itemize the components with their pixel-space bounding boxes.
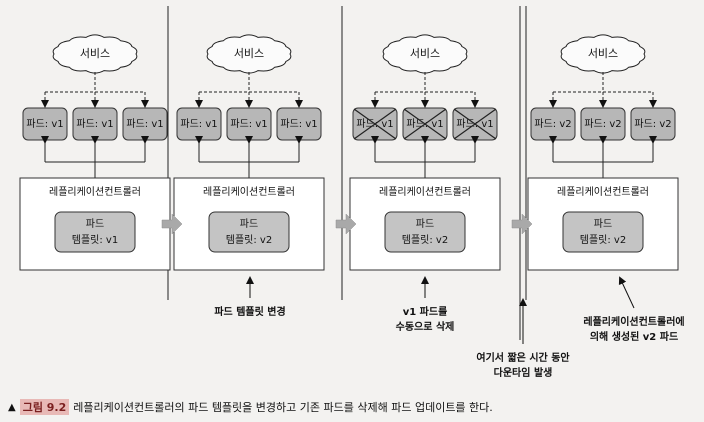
controller-label: 레플리케이션컨트롤러 [379, 186, 471, 198]
pod: 파드: v1 [276, 107, 322, 141]
service-label: 서비스 [588, 47, 618, 60]
pod-template-box [384, 211, 466, 253]
pod-label: 파드: v1 [180, 118, 217, 130]
pod: 파드: v1 [452, 107, 498, 141]
pod: 파드: v1 [352, 107, 398, 141]
pod-label: 파드: v1 [230, 118, 267, 130]
pod-template-version: 템플릿: v1 [72, 234, 118, 246]
pod-template-box [54, 211, 136, 253]
pod-label: 파드: v2 [534, 118, 571, 130]
pod: 파드: v2 [580, 107, 626, 141]
deleted-cross-icon [453, 108, 497, 140]
pod: 파드: v1 [226, 107, 272, 141]
pod: 파드: v1 [176, 107, 222, 141]
caption-triangle-icon: ▲ [8, 401, 16, 413]
pod-label: 파드: v1 [126, 118, 163, 130]
pod: 파드: v1 [22, 107, 68, 141]
annotation-pointer [618, 276, 635, 309]
pod-template-version: 템플릿: v2 [402, 234, 448, 246]
figure-number: 그림 9.2 [19, 399, 70, 415]
annotation-text: 파드 템플릿 변경 [214, 305, 285, 318]
pod-template-title: 파드 [240, 218, 258, 230]
pod: 파드: v2 [630, 107, 676, 141]
pod-template-version: 템플릿: v2 [226, 234, 272, 246]
pod-label: 파드: v2 [584, 118, 621, 130]
transition-arrows [161, 213, 533, 235]
annotation-text: v1 파드를 [403, 305, 448, 318]
pod-template-box [562, 211, 644, 253]
pod: 파드: v1 [402, 107, 448, 141]
service-label: 서비스 [234, 47, 264, 60]
annotation-1: 파드 템플릿 변경 [214, 276, 286, 318]
pod-template-box [208, 211, 290, 253]
caption-text: 레플리케이션컨트롤러의 파드 템플릿을 변경하고 기존 파드를 삭제해 파드 업… [73, 401, 493, 414]
deleted-cross-icon [403, 108, 447, 140]
controller-label: 레플리케이션컨트롤러 [557, 186, 649, 198]
pod: 파드: v1 [72, 107, 118, 141]
pod-label: 파드: v2 [634, 118, 671, 130]
transition-arrow-icon [161, 213, 183, 235]
service-label: 서비스 [410, 47, 440, 60]
pod-template-version: 템플릿: v2 [580, 234, 626, 246]
annotation-text: 여기서 짧은 시간 동안 [476, 351, 570, 364]
controller-label: 레플리케이션컨트롤러 [49, 186, 141, 198]
service-cloud-icon [52, 34, 138, 74]
pod-label: 파드: v1 [26, 118, 63, 130]
service-cloud-icon [382, 34, 468, 74]
pod-label: 파드: v1 [76, 118, 113, 130]
service-label: 서비스 [80, 47, 110, 60]
annotation-text: 수동으로 삭제 [396, 320, 455, 333]
controller-label: 레플리케이션컨트롤러 [203, 186, 295, 198]
pod-template-title: 파드 [594, 218, 612, 230]
annotation-text: 의해 생성된 v2 파드 [590, 330, 678, 343]
pod: 파드: v2 [530, 107, 576, 141]
pod: 파드: v1 [122, 107, 168, 141]
annotation-text: 다운타임 발생 [494, 366, 553, 379]
figure-caption: ▲ 그림 9.2 레플리케이션컨트롤러의 파드 템플릿을 변경하고 기존 파드를… [8, 396, 698, 418]
service-cloud-icon [560, 34, 646, 74]
annotation-text: 레플리케이션컨트롤러에 [583, 315, 684, 328]
transition-arrow-icon [511, 213, 533, 235]
service-cloud-icon [206, 34, 292, 74]
pod-template-title: 파드 [86, 218, 104, 230]
transition-arrow-icon [335, 213, 357, 235]
deleted-cross-icon [353, 108, 397, 140]
pod-template-title: 파드 [416, 218, 434, 230]
pod-label: 파드: v1 [280, 118, 317, 130]
